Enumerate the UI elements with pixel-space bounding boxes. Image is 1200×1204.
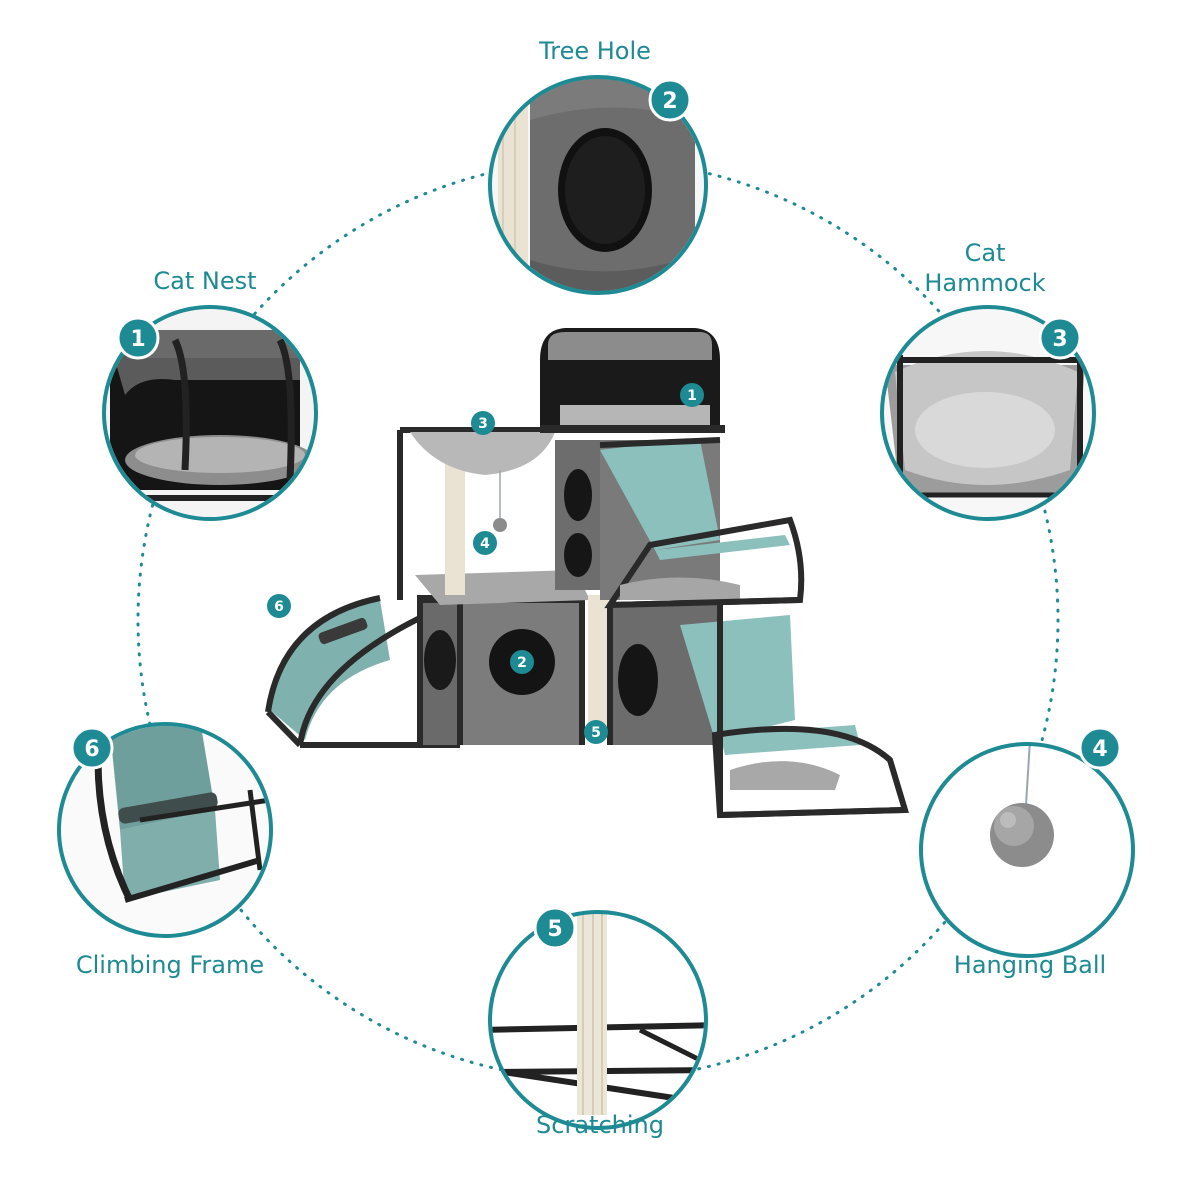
cat-tree-product [265,328,909,819]
product-markers: 1 2 3 4 5 6 [267,383,704,744]
svg-text:1: 1 [687,388,697,404]
badge-3: 3 [1038,316,1082,360]
marker-1: 1 [680,383,704,407]
badge-4: 4 [1078,726,1122,770]
scratching-post-icon [492,914,704,1115]
label-hanging-ball: Hanging Ball [953,951,1107,979]
badge-2: 2 [648,78,692,122]
marker-6: 6 [267,594,291,618]
svg-text:6: 6 [274,599,284,615]
badge-3-number: 3 [1052,327,1067,352]
marker-4: 4 [473,531,497,555]
hanging-ball-icon [990,746,1054,867]
svg-text:5: 5 [591,725,601,741]
label-scratching: Scratching [536,1111,664,1139]
callout-badges: 1 2 3 4 5 6 [70,78,1122,950]
cat-hammock-icon [884,309,1092,517]
badge-1-number: 1 [130,327,145,352]
label-climbing-frame: Climbing Frame [75,951,265,979]
badge-5: 5 [533,906,577,950]
marker-5: 5 [584,720,608,744]
badge-6: 6 [70,726,114,770]
badge-6-number: 6 [84,737,99,762]
marker-3: 3 [471,411,495,435]
callout-hanging-ball [919,742,1135,958]
svg-text:4: 4 [480,536,490,552]
callout-scratching [488,910,708,1130]
svg-text:2: 2 [517,655,527,671]
badge-2-number: 2 [662,89,677,114]
svg-text:3: 3 [478,416,488,432]
badge-4-number: 4 [1092,737,1107,762]
callout-cat-nest [102,305,318,521]
label-tree-hole: Tree Hole [539,37,651,65]
badge-5-number: 5 [547,917,562,942]
marker-2: 2 [510,650,534,674]
label-cat-nest: Cat Nest [153,267,257,295]
badge-1: 1 [116,316,160,360]
label-cat-hammock: Cat Hammock [924,239,1046,297]
cat-nest-icon [106,309,314,517]
callout-cat-hammock [880,305,1096,521]
